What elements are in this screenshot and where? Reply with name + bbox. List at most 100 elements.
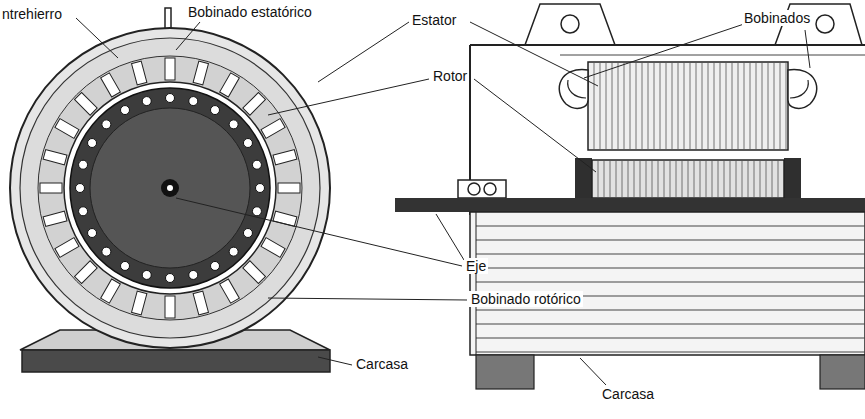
- part-label: Carcasa: [600, 386, 656, 402]
- stator-slot: [165, 58, 175, 80]
- rotor-bar: [211, 106, 220, 115]
- lamination: [706, 161, 707, 197]
- stator-slot: [43, 150, 67, 165]
- cooling-fin: [476, 254, 865, 255]
- lamination: [678, 63, 679, 149]
- lamination: [778, 161, 779, 197]
- front-view: [10, 8, 330, 372]
- stator-slot: [132, 291, 147, 315]
- lamination: [736, 161, 737, 197]
- lamination: [748, 161, 749, 197]
- lamination: [624, 63, 625, 149]
- lamination: [642, 63, 643, 149]
- lamination: [732, 63, 733, 149]
- part-label: Bobinado estatórico: [186, 4, 314, 20]
- stator-slot: [278, 183, 300, 193]
- rotor-bar: [229, 120, 238, 129]
- cooling-fin: [476, 310, 865, 311]
- lamination: [646, 161, 647, 197]
- rotor-bar: [252, 160, 261, 169]
- rotor-bar: [76, 184, 85, 193]
- cooling-fin: [476, 352, 865, 353]
- lamination: [598, 161, 599, 197]
- stator-slot: [220, 73, 240, 97]
- lamination: [654, 63, 655, 149]
- lamination: [670, 161, 671, 197]
- leader-lines: [76, 18, 810, 385]
- stator-slot: [75, 261, 98, 284]
- rotor-bar: [121, 261, 130, 270]
- lamination: [742, 161, 743, 197]
- stator-slot: [220, 279, 240, 303]
- rotor-bar: [88, 139, 97, 148]
- lamination: [730, 161, 731, 197]
- rotor-bar: [102, 120, 111, 129]
- lamination: [768, 63, 769, 149]
- stator-slot: [243, 261, 266, 284]
- lamination: [622, 161, 623, 197]
- lamination: [720, 63, 721, 149]
- part-label: Rotor: [431, 68, 469, 84]
- lamination: [612, 63, 613, 149]
- stator-slot: [273, 150, 297, 165]
- stator-slot: [43, 211, 67, 226]
- rotor-bar: [166, 94, 175, 103]
- rotor-bar: [142, 97, 151, 106]
- cooling-fin: [476, 268, 865, 269]
- lamination: [750, 63, 751, 149]
- part-label: Eje: [464, 258, 488, 274]
- lamination: [618, 63, 619, 149]
- lamination: [652, 161, 653, 197]
- lamination: [628, 161, 629, 197]
- stator-slot: [243, 93, 266, 116]
- rotor-bar: [252, 207, 261, 216]
- lamination: [786, 63, 787, 149]
- lamination: [648, 63, 649, 149]
- rotor-bar: [79, 207, 88, 216]
- stator-slot: [40, 183, 62, 193]
- lamination: [660, 63, 661, 149]
- lamination: [724, 161, 725, 197]
- lamination: [594, 63, 595, 149]
- stator-slot: [132, 61, 147, 85]
- lamination: [634, 161, 635, 197]
- rotor-bar: [189, 97, 198, 106]
- lamination: [780, 63, 781, 149]
- lamination: [738, 63, 739, 149]
- lamination: [760, 161, 761, 197]
- lamination: [640, 161, 641, 197]
- cooling-fin: [476, 226, 865, 227]
- rotor-bar: [79, 160, 88, 169]
- lamination: [688, 161, 689, 197]
- side-view: [395, 4, 865, 389]
- rotor-bar: [243, 139, 252, 148]
- part-label: Bobinados: [742, 10, 812, 26]
- lamination: [658, 161, 659, 197]
- part-label: Estator: [410, 12, 458, 28]
- lamination: [766, 161, 767, 197]
- lamination: [672, 63, 673, 149]
- lamination: [756, 63, 757, 149]
- lamination: [616, 161, 617, 197]
- lamination: [712, 161, 713, 197]
- rotor-bar: [166, 274, 175, 283]
- lamination: [600, 63, 601, 149]
- rotor-bar: [256, 184, 265, 193]
- lamination: [708, 63, 709, 149]
- lamination: [718, 161, 719, 197]
- lamination: [684, 63, 685, 149]
- stator-slot: [75, 93, 98, 116]
- lamination: [700, 161, 701, 197]
- lamination: [636, 63, 637, 149]
- stator-slot: [261, 238, 285, 258]
- stator-slot: [193, 61, 208, 85]
- lamination: [754, 161, 755, 197]
- rotor-bar: [211, 261, 220, 270]
- lamination: [604, 161, 605, 197]
- lamination: [690, 63, 691, 149]
- lamination: [774, 63, 775, 149]
- lamination: [676, 161, 677, 197]
- rotor-bar: [102, 247, 111, 256]
